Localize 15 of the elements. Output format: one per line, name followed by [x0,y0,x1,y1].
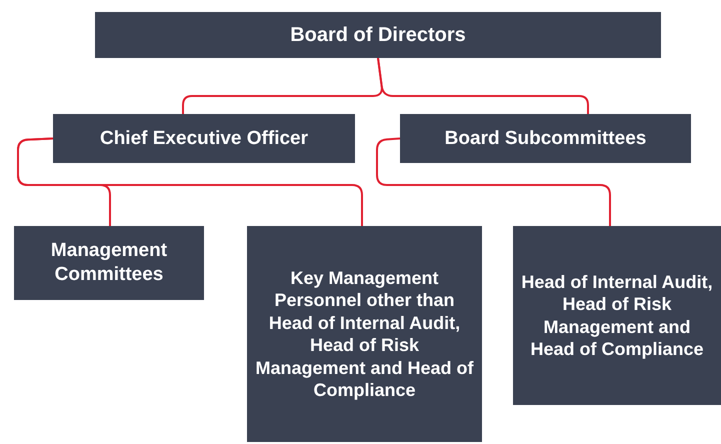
box-label: Key Management Personnel other than Head of Internal Audit, Head of Risk Management and Head of Compliance [255,266,474,402]
box-label: Management Committees [50,239,168,287]
connector-line [376,138,611,226]
org-box [95,12,661,58]
box-label: Board Subcommittees [444,126,646,150]
connector-line [377,58,589,114]
box-label: Head of Internal Audit, Head of Risk Management and Head of Compliance [521,270,713,360]
org-box [53,114,355,163]
org-box [513,226,721,405]
box-label: Chief Executive Officer [100,126,308,150]
org-box [247,226,482,442]
connector-line [17,138,363,226]
org-box [14,226,204,300]
box-label: Board of Directors [290,22,466,48]
org-box [400,114,691,163]
